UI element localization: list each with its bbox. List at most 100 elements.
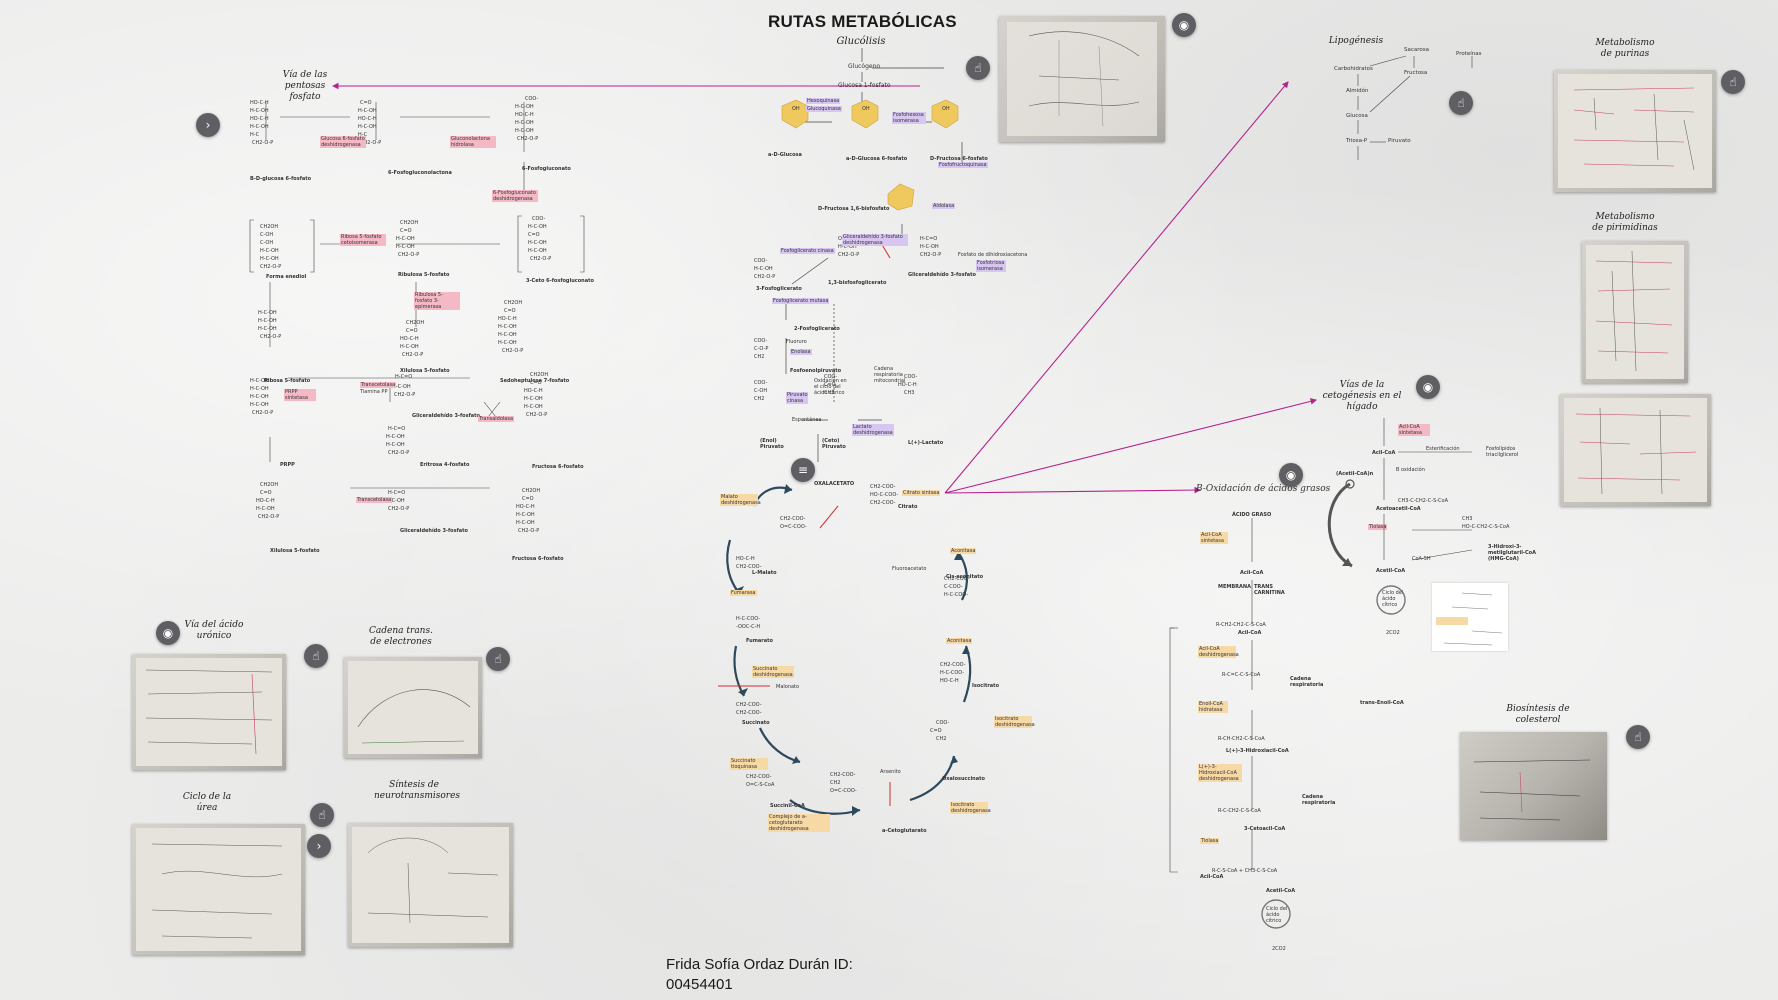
svg-text:C=O: C=O (360, 100, 372, 106)
hand-pointer-icon: ☝ (1457, 96, 1465, 110)
pirimidinas-notes-photo[interactable] (1582, 241, 1688, 383)
svg-text:H-C-OH: H-C-OH (920, 244, 939, 250)
section-title-beta: B-Oxidación de ácidos grasos (1196, 484, 1331, 494)
gluc-pgk: Fosfoglicerato cinasa (780, 248, 835, 254)
svg-text:CH2-COO-: CH2-COO- (746, 774, 772, 780)
svg-text:H-C-OH: H-C-OH (258, 318, 277, 324)
svg-text:H-C-OH: H-C-OH (528, 224, 547, 230)
svg-text:R-C=C-C-S-CoA: R-C=C-C-S-CoA (1222, 672, 1261, 678)
svg-text:H-C-OH: H-C-OH (358, 124, 377, 130)
svg-text:COO-: COO- (824, 374, 838, 380)
handwritten-notes-image (136, 828, 301, 951)
svg-text:CH2-O-P: CH2-O-P (920, 252, 941, 258)
section-title-cetogenesis: Vías de la cetogénesis en el hígado (1322, 380, 1402, 412)
svg-text:O=C-COO-: O=C-COO- (830, 788, 857, 794)
svg-text:C=O: C=O (504, 308, 516, 314)
gluc-glucoquinasa: Glucoquinasa (806, 106, 842, 112)
focus-button-cadena-2[interactable]: ☝ (486, 647, 510, 671)
svg-text:H-C-OH: H-C-OH (260, 248, 279, 254)
section-title-pentosas: Vía de las pentosas fosfato (282, 70, 328, 102)
svg-text:CH3: CH3 (904, 390, 914, 396)
pent-g6pdh-enzyme: Glucosa 6-fosfato deshidrogenasa (320, 136, 366, 148)
svg-text:H-C=O: H-C=O (920, 236, 937, 242)
uronico-notes-photo[interactable] (132, 654, 286, 770)
krebs-succinil: Succinil-CoA (770, 803, 805, 809)
view-button[interactable]: ◉ (1172, 13, 1196, 37)
focus-button-urea[interactable]: ☝ (310, 803, 334, 827)
cetogenesis-detail-diagram (1436, 592, 1503, 646)
svg-text:HO-C-H: HO-C-H (516, 504, 535, 510)
handwritten-notes-image (1473, 759, 1591, 821)
svg-text:HO-C-H: HO-C-H (898, 382, 917, 388)
svg-text:H-C-OH: H-C-OH (516, 512, 535, 518)
cadena-notes-photo[interactable] (344, 657, 482, 758)
menu-button[interactable]: ≡ (791, 458, 815, 482)
svg-text:H-C-OH: H-C-OH (515, 120, 534, 126)
focus-button-cadena[interactable]: ☝ (304, 644, 328, 668)
svg-text:CH3-C-CH2-C-S-CoA: CH3-C-CH2-C-S-CoA (1398, 498, 1449, 504)
svg-text:CH3: CH3 (824, 390, 834, 396)
svg-text:H-C-OH: H-C-OH (250, 124, 269, 130)
krebs-fluoroacetato: Fluoroacetato (892, 566, 927, 572)
focus-button-colesterol[interactable]: ☝ (1626, 725, 1650, 749)
svg-text:H-C-OH: H-C-OH (258, 310, 277, 316)
svg-text:C=O: C=O (522, 496, 534, 502)
svg-text:COO-: COO- (754, 338, 768, 344)
view-button-cetogenesis[interactable]: ◉ (1416, 375, 1440, 399)
focus-button-purinas[interactable]: ☝ (1721, 70, 1745, 94)
focus-button-lipogenesis[interactable]: ☝ (1449, 91, 1473, 115)
svg-text:C=O: C=O (260, 490, 272, 496)
svg-text:C=O: C=O (530, 380, 542, 386)
focus-button[interactable]: ☝ (966, 56, 990, 80)
svg-text:CH2OH: CH2OH (260, 482, 278, 488)
section-title-neuro: Síntesis de neurotransmisores (374, 780, 461, 801)
svg-text:CH2-COO-: CH2-COO- (736, 702, 762, 708)
svg-text:CH2-O-P: CH2-O-P (252, 140, 273, 146)
purinas-notes-photo[interactable] (1554, 70, 1716, 192)
ceto-hmg: 3-Hidroxi-3-metilglutaril-CoA (HMG-CoA) (1488, 544, 1536, 562)
svg-text:H-C-OH: H-C-OH (386, 442, 405, 448)
svg-text:CH2-COO-: CH2-COO- (940, 662, 966, 668)
ceto-acil-sint: Acil-CoA sintetasa (1398, 424, 1430, 436)
chevron-right-icon: › (316, 839, 322, 853)
svg-text:CH2-O-P: CH2-O-P (526, 412, 547, 418)
beta-hidroxiacil: L(+)-3-Hidroxiacil-CoA (1226, 748, 1289, 754)
svg-text:H-C-OH: H-C-OH (386, 434, 405, 440)
beta-membrana: MEMBRANA (1218, 584, 1251, 590)
neuro-notes-photo[interactable] (348, 823, 513, 947)
svg-text:H-C=O: H-C=O (388, 426, 405, 432)
krebs-isocitrato-dh-2: Isocitrato deshidrogenasa (994, 716, 1035, 728)
pent-lactona-label: 6-Fosfogluconolactona (388, 170, 452, 176)
svg-text:CH2-COO-: CH2-COO- (870, 500, 896, 506)
svg-text:H-C-OH: H-C-OH (386, 498, 405, 504)
svg-text:H-C-OH: H-C-OH (258, 326, 277, 332)
pent-prpp-enzyme: PRPP sintetasa (284, 389, 316, 401)
view-button-beta[interactable]: ◉ (1279, 463, 1303, 487)
next-button-urea[interactable]: › (307, 834, 331, 858)
svg-text:H-C-OH: H-C-OH (358, 108, 377, 114)
svg-text:CH2-O-P: CH2-O-P (388, 450, 409, 456)
svg-text:CH2OH: CH2OH (406, 320, 424, 326)
next-button[interactable]: › (196, 113, 220, 137)
lipo-proteinas: Proteínas (1456, 51, 1482, 57)
view-button-uronico[interactable]: ◉ (156, 621, 180, 645)
pent-fructosa2-label: Fructosa 6-fosfato (512, 556, 564, 562)
glucolisis-notes-photo[interactable] (999, 16, 1165, 142)
svg-text:C=O: C=O (406, 328, 418, 334)
svg-text:OH: OH (792, 106, 800, 112)
pent-enediol-label: Forma enediol (266, 274, 307, 280)
gluc-dhap: Fosfato de dihidroxiacetona (958, 252, 1028, 258)
svg-text:CH2-COO-: CH2-COO- (870, 484, 896, 490)
lipo-glucosa: Glucosa (1346, 113, 1368, 119)
pirimidinas-notes-photo-2[interactable] (1560, 394, 1711, 506)
urea-notes-photo[interactable] (132, 824, 305, 955)
colesterol-notes-photo[interactable] (1460, 732, 1607, 840)
beta-cadena: Cadena respiratoria (1290, 676, 1324, 688)
svg-text:H-C-OH: H-C-OH (250, 394, 269, 400)
pent-xilulosa-label: Xilulosa 5-fosfato (400, 368, 450, 374)
section-title-purinas: Metabolismo de purinas (1595, 38, 1655, 59)
svg-text:CH2-O-P: CH2-O-P (260, 264, 281, 270)
beta-acil-coa-2: Acil-CoA (1238, 630, 1262, 636)
svg-text:CH2-O-P: CH2-O-P (754, 274, 775, 280)
